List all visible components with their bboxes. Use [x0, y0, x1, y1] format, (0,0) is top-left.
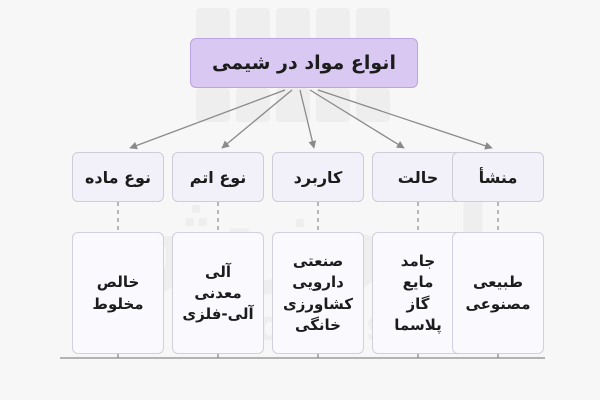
- leaf-item: مصنوعی: [465, 294, 531, 313]
- category-label: نوع اتم: [189, 167, 247, 187]
- leaf-node-halat[interactable]: جامد مایع گاز پلاسما: [372, 232, 464, 354]
- leaf-item: مخلوط: [92, 294, 144, 313]
- leaf-node-karbord[interactable]: صنعتی دارویی کشاورزی خانگی: [272, 232, 364, 354]
- category-label: کاربرد: [293, 167, 343, 187]
- leaf-node-manshae[interactable]: طبیعی مصنوعی: [452, 232, 544, 354]
- leaf-node-noe-atom[interactable]: آلی معدنی آلی-فلزی: [172, 232, 264, 354]
- edge-root-to-cat-3: [309, 89, 405, 149]
- category-label: منشأ: [478, 167, 518, 187]
- category-node-manshae[interactable]: منشأ: [452, 152, 544, 202]
- leaf-item: خانگی: [295, 315, 341, 334]
- category-label: نوع ماده: [84, 167, 152, 187]
- leaf-item: پلاسما: [394, 315, 442, 334]
- leaf-item: خالص: [96, 273, 140, 292]
- category-label: حالت: [397, 167, 439, 187]
- leaf-item: معدنی: [194, 283, 242, 302]
- category-node-halat[interactable]: حالت: [372, 152, 464, 202]
- leaf-item: طبیعی: [472, 273, 524, 292]
- leaf-item: آلی-فلزی: [182, 305, 254, 324]
- leaf-item: جامد: [400, 251, 436, 270]
- category-node-noe-atom[interactable]: نوع اتم: [172, 152, 264, 202]
- category-node-karbord[interactable]: کاربرد: [272, 152, 364, 202]
- root-node[interactable]: انواع مواد در شیمی: [190, 38, 418, 88]
- edge-root-to-cat-4: [317, 89, 493, 150]
- edge-root-to-cat-0: [129, 89, 286, 150]
- edge-root-to-cat-1: [221, 89, 293, 149]
- leaf-item: گاز: [406, 294, 430, 313]
- leaf-item: کشاورزی: [283, 294, 353, 313]
- root-node-label: انواع مواد در شیمی: [212, 52, 396, 74]
- leaf-item: آلی: [205, 262, 231, 281]
- category-node-noe-madeh[interactable]: نوع ماده: [72, 152, 164, 202]
- leaf-item: صنعتی: [292, 251, 344, 270]
- leaf-item: مایع: [402, 273, 434, 292]
- edge-root-to-cat-2: [299, 89, 317, 149]
- leaf-node-noe-madeh[interactable]: خالص مخلوط: [72, 232, 164, 354]
- leaf-item: دارویی: [292, 273, 344, 292]
